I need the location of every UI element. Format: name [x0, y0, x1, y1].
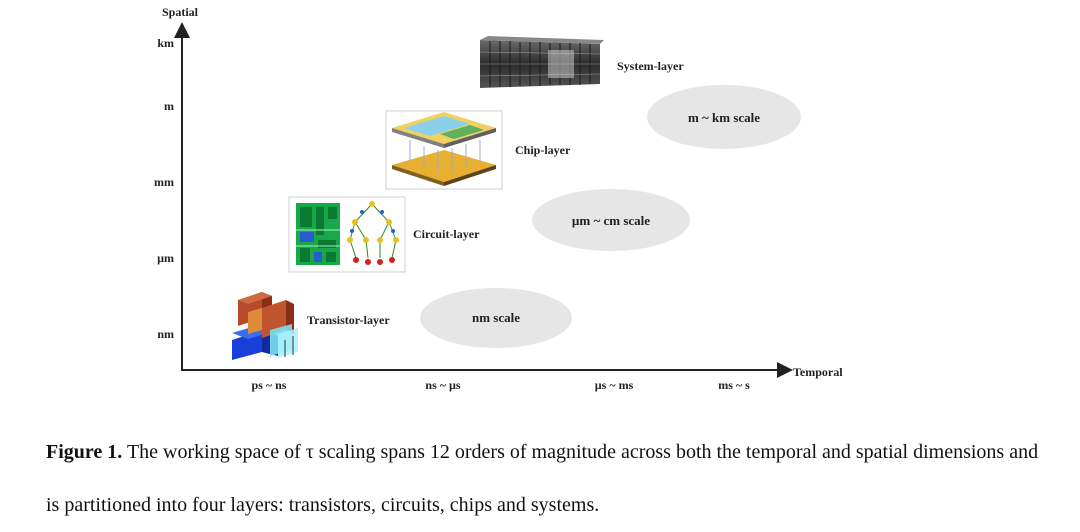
layer-label: Circuit-layer [413, 227, 480, 241]
layer-label: Transistor-layer [307, 313, 390, 327]
transistor-icon [232, 292, 298, 360]
y-tick-label: mm [154, 175, 174, 189]
layer-label: Chip-layer [515, 143, 571, 157]
scale-ellipse [647, 85, 801, 149]
caption-text: The working space of τ scaling spans 12 … [46, 441, 1039, 516]
transistor-layer: Transistor-layer [232, 292, 390, 360]
figure-caption: Figure 1. The working space of τ scaling… [46, 426, 1046, 532]
circuit-icon [288, 196, 406, 273]
layer-label: System-layer [617, 59, 684, 73]
server-rack-icon [479, 36, 604, 88]
chip-layer: Chip-layer [385, 110, 571, 190]
y-tick-label: km [157, 36, 174, 50]
scale-ellipse [420, 288, 572, 348]
x-tick-label: ps ~ ns [252, 378, 287, 392]
x-tick-label: µs ~ ms [595, 378, 634, 392]
scale-label: m ~ km scale [688, 110, 760, 125]
system-layer: System-layer [479, 36, 684, 88]
x-tick-label: ms ~ s [718, 378, 750, 392]
y-tick-label: m [164, 99, 174, 113]
x-axis-title: Temporal [793, 365, 843, 379]
scale-regions: nm scale µm ~ cm scale m ~ km scale [420, 85, 801, 348]
scaling-diagram: Spatial Temporal km m mm µm nm ps ~ ns n… [154, 5, 843, 392]
y-axis-title: Spatial [162, 5, 199, 19]
chip-icon [385, 110, 503, 190]
scale-ellipse [532, 189, 690, 251]
scale-label: nm scale [472, 310, 520, 325]
y-tick-label: µm [157, 251, 174, 265]
circuit-layer: Circuit-layer [288, 196, 480, 273]
scale-label: µm ~ cm scale [572, 213, 650, 228]
caption-label: Figure 1. [46, 441, 123, 463]
x-tick-label: ns ~ µs [425, 378, 460, 392]
axes: Spatial Temporal km m mm µm nm ps ~ ns n… [154, 5, 843, 392]
y-tick-label: nm [157, 327, 174, 341]
